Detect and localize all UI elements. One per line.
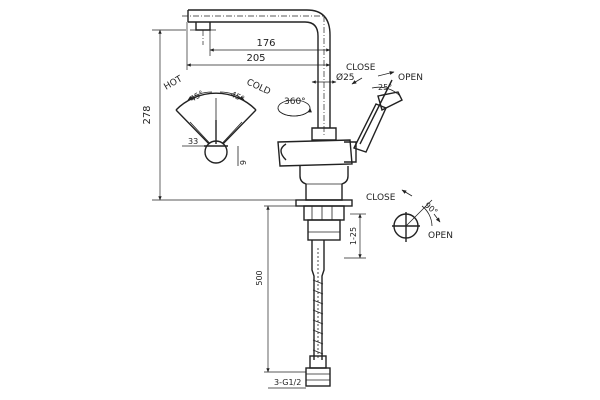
side-rotation-diagram: CLOSE 90° OPEN — [366, 189, 453, 242]
dim-6-label: 6 — [238, 160, 247, 165]
dim-33-label: 33 — [188, 137, 198, 146]
valve-body — [277, 127, 357, 201]
lever-angle-label: 25° — [378, 83, 392, 92]
lever-handle — [353, 79, 403, 153]
cold-angle-label: 45° — [229, 90, 246, 104]
side-angle-label: 90° — [423, 201, 440, 217]
dim-1-25-label: 1-25 — [349, 227, 358, 245]
dimension-205: 205 — [186, 22, 331, 70]
mounting-flange — [295, 199, 353, 241]
close-top-label: CLOSE — [346, 63, 376, 73]
open-top-label: OPEN — [398, 73, 423, 83]
dim-278-label: 278 — [142, 105, 153, 124]
spout-centerline — [182, 15, 325, 135]
cold-label: COLD — [245, 78, 272, 98]
swivel-label: 360° — [284, 97, 306, 107]
dim-500-label: 500 — [255, 270, 264, 285]
dimension-1-25: 1-25 — [344, 213, 366, 259]
dimension-diameter-25: Ø25 — [311, 72, 355, 84]
open-side-label: OPEN — [428, 231, 453, 241]
hot-angle-label: 45° — [189, 89, 206, 104]
dimension-thread: 3-G1/2 — [268, 378, 306, 389]
lever-rotation-top: CLOSE OPEN 25° — [346, 63, 423, 97]
hot-label: HOT — [163, 74, 185, 93]
thread-label: 3-G1/2 — [274, 378, 301, 387]
hot-cold-diagram: HOT COLD 45° 45° 33 6 — [163, 74, 272, 166]
dim-diameter-label: Ø25 — [336, 72, 355, 83]
supply-hoses — [305, 240, 331, 387]
dimension-176: 176 — [209, 30, 331, 56]
spout — [187, 9, 331, 128]
dim-176-label: 176 — [256, 38, 275, 49]
dimension-278: 278 — [142, 29, 298, 201]
dimension-500: 500 — [255, 205, 306, 373]
close-side-label: CLOSE — [366, 193, 396, 203]
dim-205-label: 205 — [246, 53, 265, 64]
swivel-indicator: 360° — [277, 97, 312, 117]
